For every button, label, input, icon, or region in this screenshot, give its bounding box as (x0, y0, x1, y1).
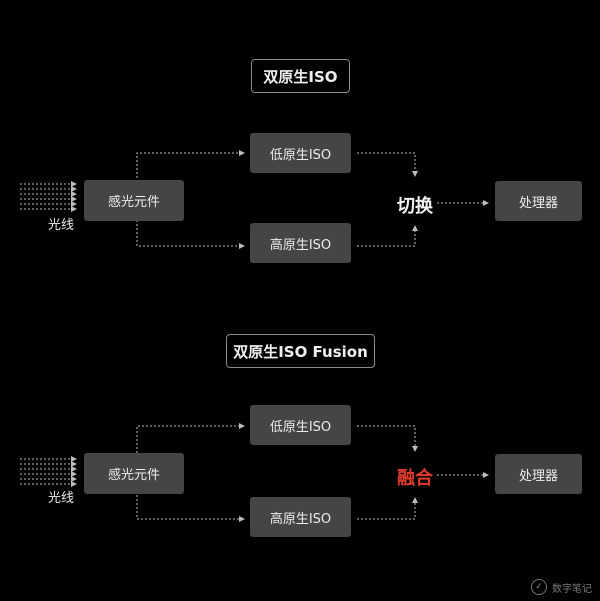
processor-node-1: 处理器 (495, 181, 582, 221)
switch-label: 切换 (397, 196, 433, 217)
watermark: ✓ 数字笔记 (531, 579, 592, 595)
low-iso-node-2: 低原生ISO (250, 405, 351, 445)
light-label-2: 光线 (48, 491, 75, 506)
fusion-label: 融合 (397, 468, 433, 489)
connectors-2 (136, 423, 489, 522)
light-rays-1 (20, 181, 77, 212)
sensor-node-1: 感光元件 (84, 180, 184, 221)
connectors-1 (136, 150, 489, 249)
diagram-title-1: 双原生ISO (251, 59, 350, 93)
watermark-text: 数字笔记 (552, 583, 592, 595)
light-label-1: 光线 (48, 218, 75, 233)
diagram-title-2: 双原生ISO Fusion (226, 334, 375, 368)
check-circle-icon: ✓ (531, 579, 547, 595)
high-iso-node-2: 高原生ISO (250, 497, 351, 537)
high-iso-node-1: 高原生ISO (250, 223, 351, 263)
light-rays-2 (20, 456, 77, 487)
sensor-node-2: 感光元件 (84, 453, 184, 494)
processor-node-2: 处理器 (495, 454, 582, 494)
low-iso-node-1: 低原生ISO (250, 133, 351, 173)
